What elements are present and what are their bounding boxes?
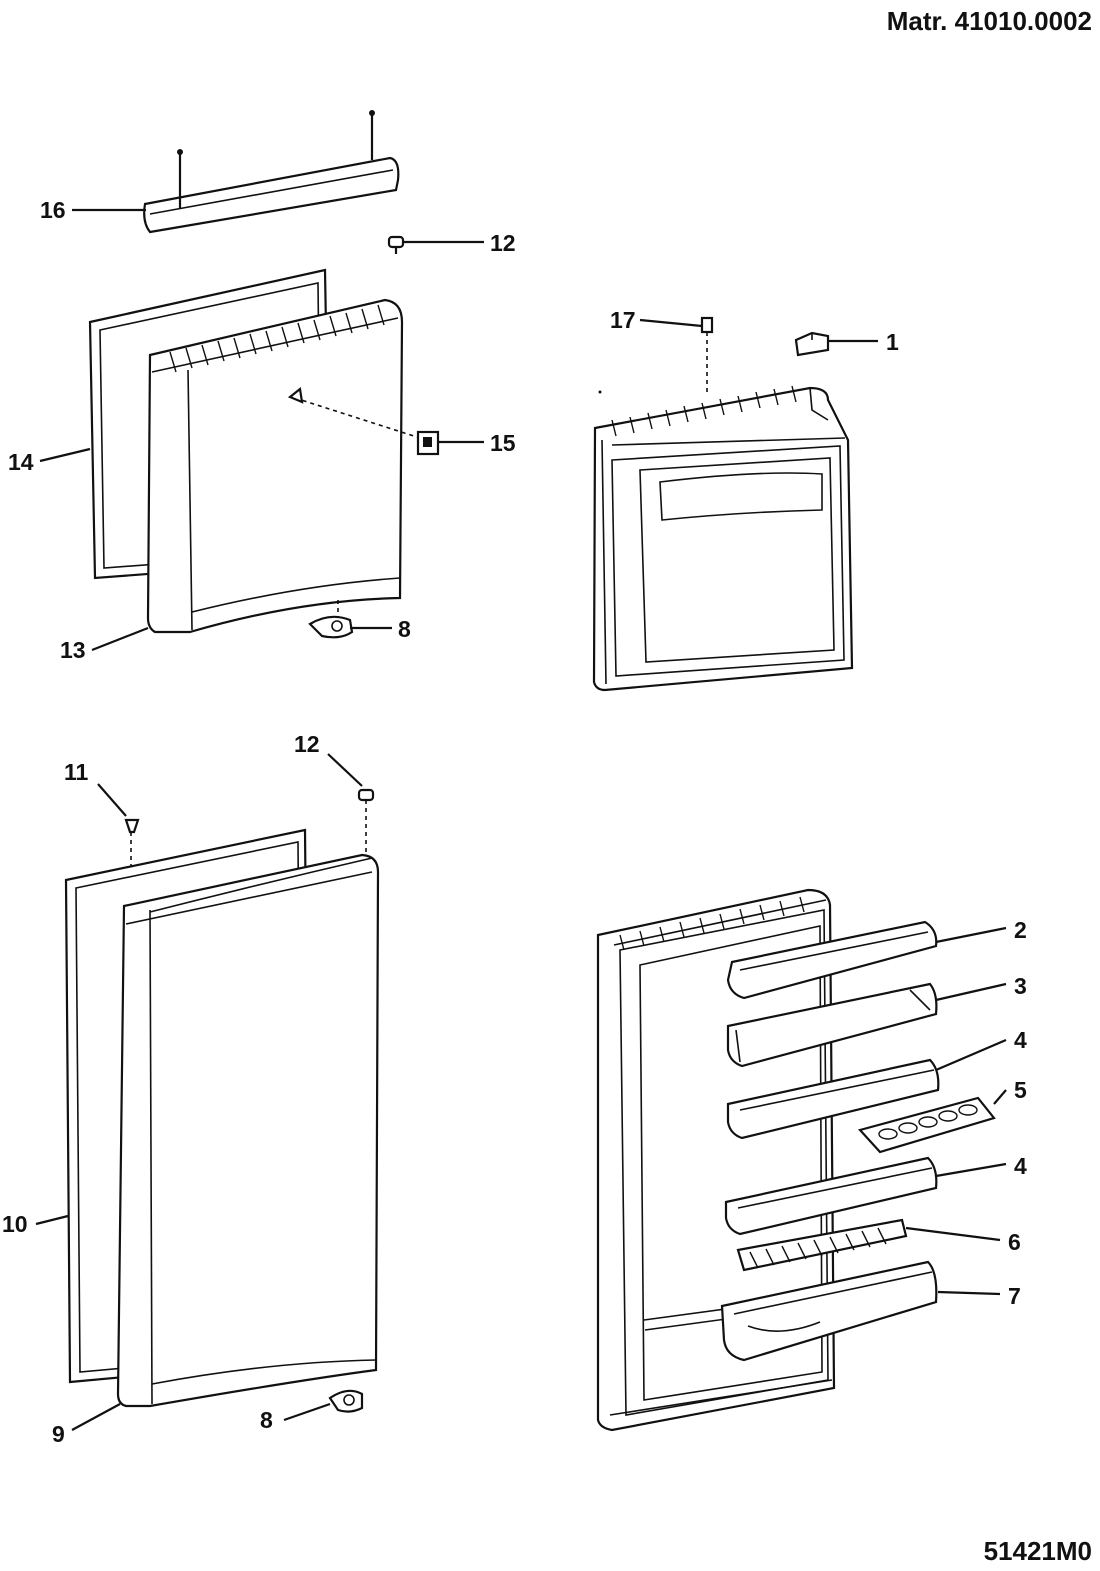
callout-12-bottom: 12 (294, 731, 320, 757)
part-1-thermostat-block (794, 331, 830, 357)
part-12-plug-right (357, 788, 375, 852)
callout-11: 11 (64, 759, 89, 785)
part-13-freezer-door (146, 298, 404, 634)
part-8-hinge-top (308, 600, 354, 639)
callout-6: 6 (1008, 1229, 1021, 1255)
part-16-handle-cover (143, 110, 400, 234)
callout-4-lower: 4 (1014, 1153, 1027, 1179)
callout-8-top: 8 (398, 616, 411, 642)
part-3-door-shelf (726, 982, 938, 1068)
callout-labels: 16 12 14 15 13 8 17 1 11 12 10 9 8 2 3 4… (2, 197, 1027, 1447)
callout-16: 16 (40, 197, 66, 223)
freezer-inner-liner (592, 385, 854, 692)
callout-15: 15 (490, 430, 516, 456)
callout-12-top: 12 (490, 230, 516, 256)
part-4-door-shelf-lower (724, 1156, 938, 1236)
part-12-plug-top (387, 235, 405, 254)
callout-1: 1 (886, 329, 899, 355)
part-7-bottle-shelf (720, 1260, 938, 1362)
marker-dot (598, 390, 602, 394)
part-4-door-shelf-upper (726, 1058, 940, 1140)
callout-8-bottom: 8 (260, 1407, 273, 1433)
callout-4-upper: 4 (1014, 1027, 1027, 1053)
callout-13: 13 (60, 637, 86, 663)
callout-9: 9 (52, 1421, 65, 1447)
part-8-hinge-bottom (328, 1389, 364, 1413)
material-code: Matr. 41010.0002 (887, 6, 1092, 36)
part-2-dairy-cover (726, 920, 938, 1000)
part-6-bottle-rack (736, 1218, 908, 1272)
callout-2: 2 (1014, 917, 1027, 943)
part-17-small-clip (700, 316, 714, 392)
leader-lines (35, 208, 1007, 1431)
callout-10: 10 (2, 1211, 28, 1237)
part-5-egg-tray (857, 1096, 996, 1154)
callout-3: 3 (1014, 973, 1027, 999)
callout-14: 14 (8, 449, 34, 475)
callout-7: 7 (1008, 1283, 1021, 1309)
callout-17: 17 (610, 307, 636, 333)
part-9-fridge-door (116, 853, 380, 1408)
drawing-code: 51421M0 (984, 1536, 1092, 1566)
callout-5: 5 (1014, 1077, 1027, 1103)
